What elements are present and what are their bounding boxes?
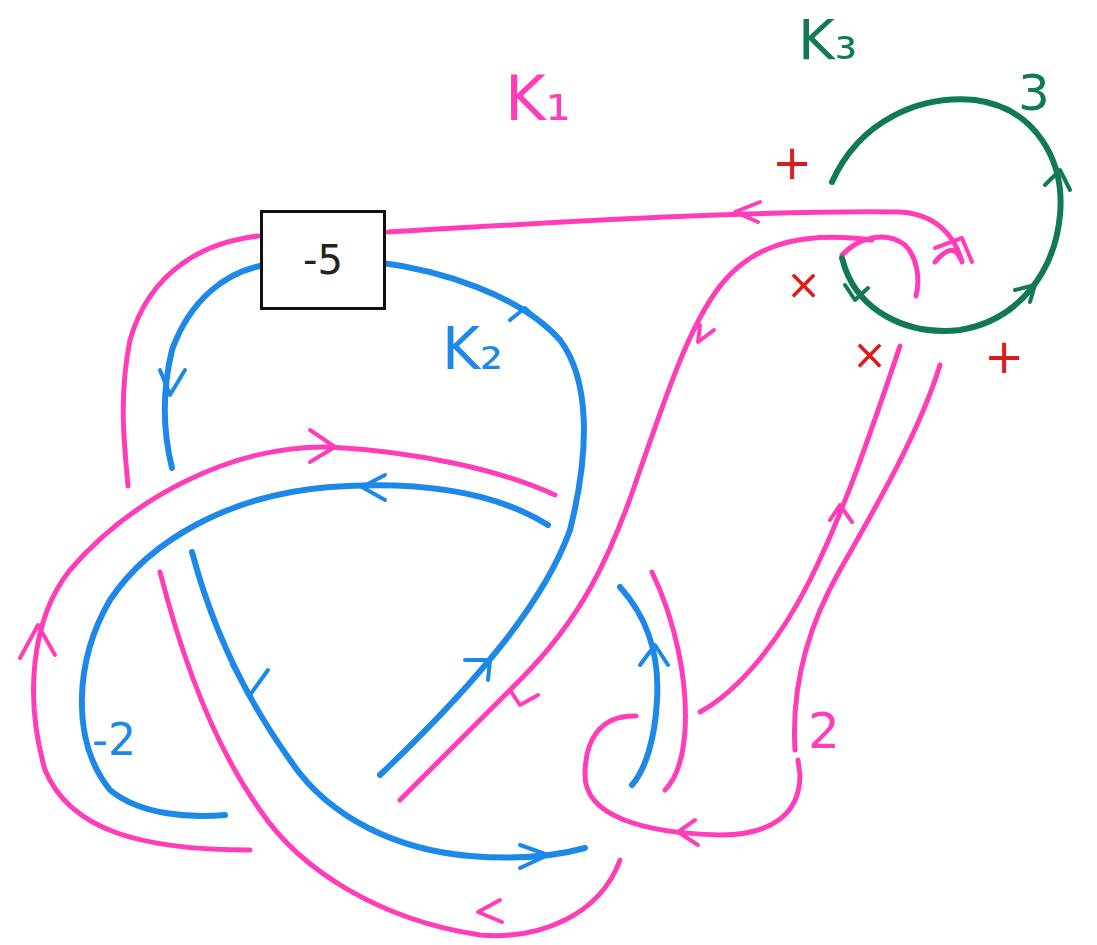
twist-box: -5	[260, 210, 386, 310]
framing-number: -2	[92, 718, 136, 762]
framing-number: 2	[808, 706, 840, 756]
knot-k3	[832, 99, 1061, 330]
twist-number: -5	[303, 237, 343, 283]
framing-number: 3	[1018, 68, 1050, 118]
component-name: K₂	[442, 320, 503, 378]
orientation-arrows	[20, 170, 1070, 922]
crossing-sign: ×	[852, 334, 887, 376]
crossing-sign: +	[984, 332, 1024, 380]
crossing-sign: +	[772, 138, 812, 186]
knot-k1	[34, 212, 962, 936]
component-name: K₁	[505, 68, 571, 130]
knot-k2	[82, 262, 658, 857]
crossing-sign: ×	[786, 264, 821, 306]
component-name: K₃	[798, 12, 857, 68]
